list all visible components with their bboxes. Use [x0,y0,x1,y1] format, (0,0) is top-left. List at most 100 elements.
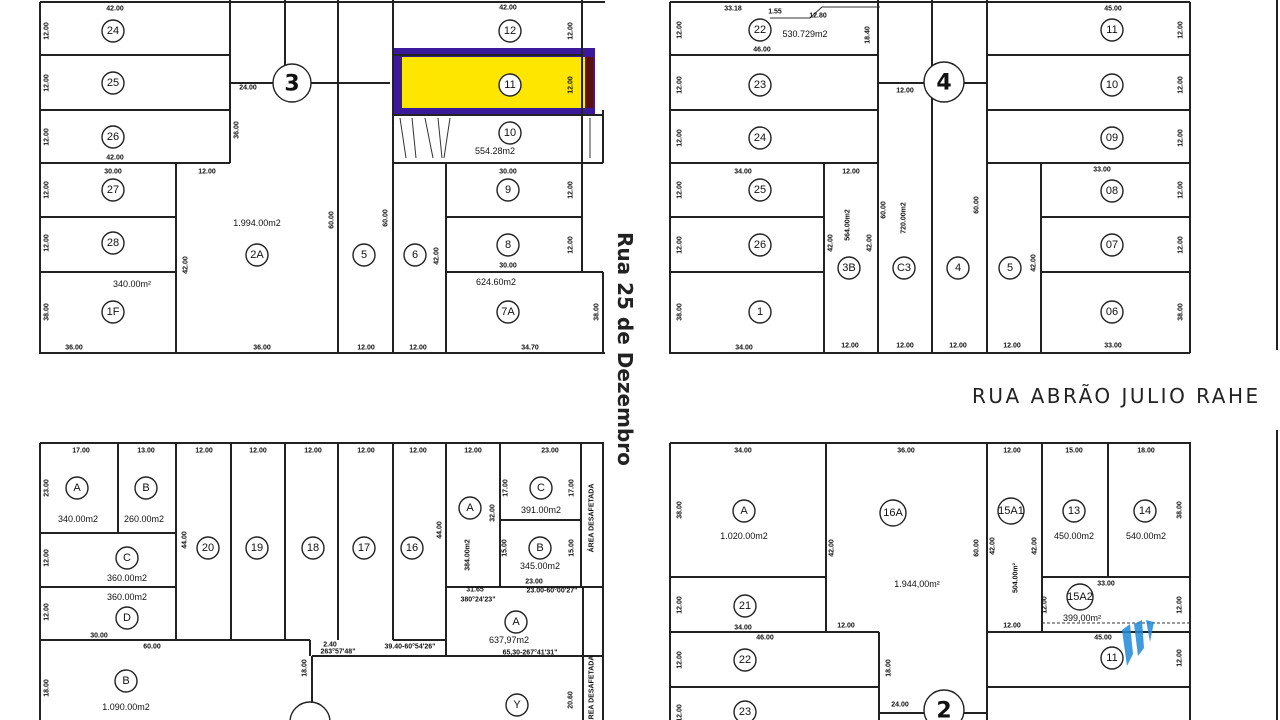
dimension-label: 12.00 [1003,343,1021,350]
lot-number-circle [892,256,916,280]
lot-number-circle [403,243,427,267]
lot-b3-24[interactable]: 24 [101,19,125,43]
lot-br-15A2[interactable]: 15A2 [1066,583,1094,611]
lot-b4-1[interactable]: 1 [748,300,772,324]
lot-br-11[interactable]: 11 [1100,646,1124,670]
lot-br-23[interactable]: 23 [733,700,757,720]
dimension-label: 12.00 [304,448,322,455]
dimension-label: 12.00 [44,74,51,92]
lot-number: 25 [754,184,766,196]
lot-b3-10[interactable]: 10 [498,121,522,145]
lot-b4-08[interactable]: 08 [1100,179,1124,203]
lot-number: 10 [504,127,516,139]
lot-number-circle [748,18,772,42]
lot-br-A[interactable]: A [732,499,756,523]
lot-b4-22[interactable]: 22 [748,18,772,42]
lot-b4-10[interactable]: 10 [1100,73,1124,97]
dimension-label: 34.00 [734,448,752,455]
lot-b4-11[interactable]: 11 [1100,18,1124,42]
dimension-label: 60.00 [383,209,390,227]
dimension-label: 18.00 [302,659,309,677]
lot-br-15A1[interactable]: 15A1 [997,497,1025,525]
lot-bl-C[interactable]: C [529,476,553,500]
lot-number: 15A2 [1067,591,1093,603]
lot-bl-A[interactable]: A [458,496,482,520]
lot-b3-25[interactable]: 25 [101,71,125,95]
svg-text:2: 2 [936,699,951,720]
dimension-label: 12.00 [677,236,684,254]
lot-bl-20[interactable]: 20 [196,536,220,560]
lot-area-label: 360.00m2 [107,592,147,602]
lot-b3-12[interactable]: 12 [498,19,522,43]
lot-b4-25[interactable]: 25 [748,178,772,202]
lot-area-label: 1.944,00m² [894,579,940,589]
lot-b4-4[interactable]: 4 [946,256,970,280]
lot-bl-D[interactable]: D [115,606,139,630]
lot-number-circle [496,300,520,324]
lot-b4-3B[interactable]: 3B [837,256,861,280]
lot-b3-2A[interactable]: 2A [245,243,269,267]
lot-br-22[interactable]: 22 [733,648,757,672]
dimension-label: 65,30-267°41'31" [503,649,558,657]
lot-bl-18[interactable]: 18 [301,536,325,560]
lot-number-circle [732,499,756,523]
lot-br-16A[interactable]: 16A [879,499,907,527]
lot-number-circle [196,536,220,560]
lot-b4-24[interactable]: 24 [748,126,772,150]
lot-number: 2A [250,249,264,261]
dimension-label: 12.00 [677,704,684,720]
lot-br-14[interactable]: 14 [1133,499,1157,523]
lot-bl-19[interactable]: 19 [245,536,269,560]
lot-bl-16[interactable]: 16 [400,536,424,560]
lot-b3-26[interactable]: 26 [101,125,125,149]
lot-number-circle [496,178,520,202]
lot-bl-17[interactable]: 17 [352,536,376,560]
lot-number-circle [458,496,482,520]
lot-number: 23 [739,706,751,718]
lot-number: A [73,482,81,494]
lot-b4-5[interactable]: 5 [998,256,1022,280]
lot-number-circle [101,71,125,95]
lot-bl-Y[interactable]: Y [505,693,529,717]
lot-number-circle [733,594,757,618]
lot-bl-A[interactable]: A [504,610,528,634]
lot-br-21[interactable]: 21 [733,594,757,618]
lot-b3-8[interactable]: 8 [496,233,520,257]
street-rua-abrao-julio-rahe: RUA ABRÃO JULIO RAHE [972,384,1261,408]
lot-number: 24 [107,25,119,37]
lot-b3-5[interactable]: 5 [352,243,376,267]
lot-bl-B[interactable]: B [528,536,552,560]
lot-number: 21 [739,600,751,612]
lot-br-13[interactable]: 13 [1062,499,1086,523]
lot-bl-C[interactable]: C [115,546,139,570]
lot-b3-27[interactable]: 27 [101,178,125,202]
lot-bl-B[interactable]: B [134,476,158,500]
lot-number-circle [115,606,139,630]
lot-b3-9[interactable]: 9 [496,178,520,202]
lot-b4-26[interactable]: 26 [748,233,772,257]
lot-bl-A[interactable]: A [65,476,89,500]
lot-number: 15A1 [998,505,1024,517]
lot-number: A [466,502,474,514]
dimension-label: 38.00 [677,501,684,519]
lot-number: 28 [107,237,119,249]
lot-b4-09[interactable]: 09 [1100,126,1124,150]
lot-number: 6 [412,249,418,261]
lot-bl-B[interactable]: B [114,669,138,693]
lot-b4-06[interactable]: 06 [1100,300,1124,324]
lot-b3-1F[interactable]: 1F [101,300,125,324]
lot-b3-11[interactable]: 11 [498,73,522,97]
lot-b4-C3[interactable]: C3 [892,256,916,280]
lot-number-circle [400,536,424,560]
dimension-label: 12.00 [1178,76,1185,94]
dimension-label: 46.00 [753,47,771,54]
lot-b3-6[interactable]: 6 [403,243,427,267]
lot-b4-07[interactable]: 07 [1100,233,1124,257]
lot-number-circle [114,669,138,693]
highlighted-lot-11[interactable] [393,48,595,115]
lot-b4-23[interactable]: 23 [748,73,772,97]
dimension-label: 42.00 [867,234,874,252]
lot-b3-7A[interactable]: 7A [496,300,520,324]
lot-b3-28[interactable]: 28 [101,231,125,255]
dimension-label: 12.00 [44,549,51,567]
